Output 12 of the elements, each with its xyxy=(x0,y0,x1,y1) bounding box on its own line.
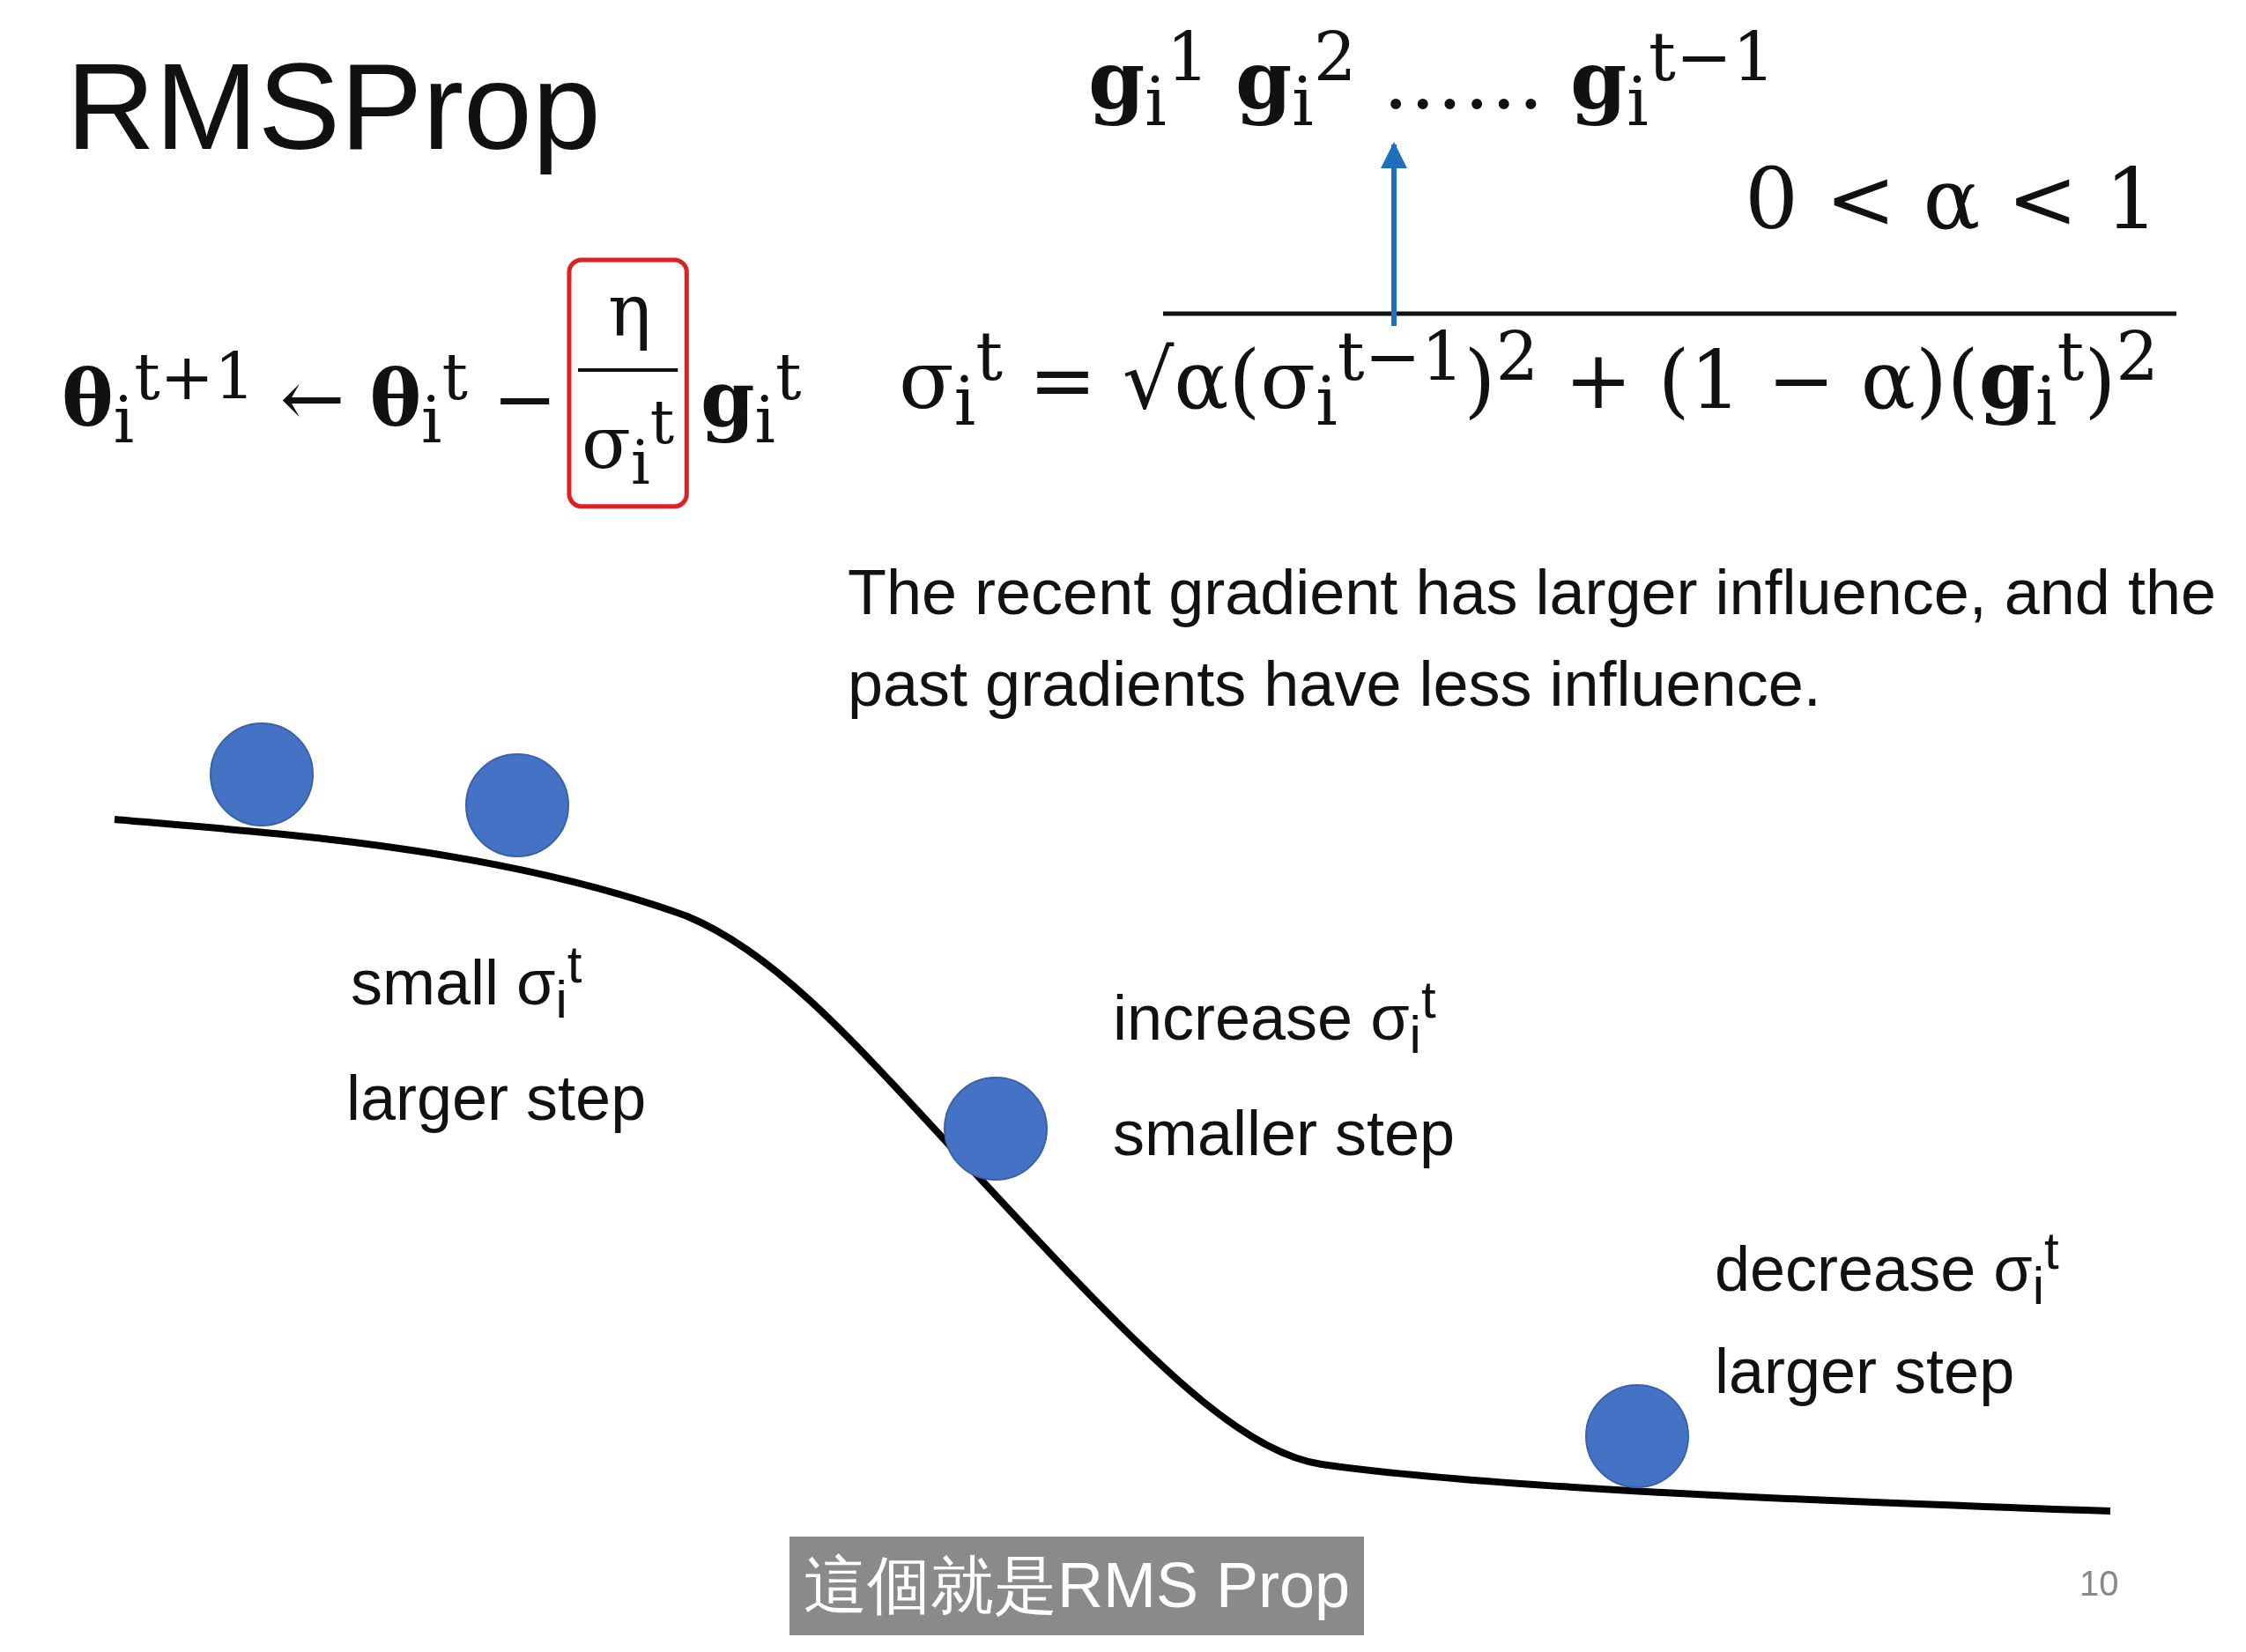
description-text: The recent gradient has larger influence, and the past gradients have less influence. xyxy=(848,556,2217,722)
step-label: smaller step xyxy=(1113,1097,1456,1169)
step-label: larger step xyxy=(346,1062,647,1134)
subtitle-caption: 這個就是RMS Prop xyxy=(789,1537,1365,1635)
arrow xyxy=(1381,142,1407,326)
formula: θ$_{i}$$^{t+1}$ ← θ$_{i}$$^{t}$ − xyxy=(62,339,558,457)
formula: σ$_{i}$$^{t}$ = √α(σ$_{i}$$^{t−1}$)$^{2}$ + (1 − α)(g$_{i}$$^{t}$)$^{2}$ xyxy=(899,317,2160,441)
step-label: larger step xyxy=(1715,1335,2015,1407)
page-number: 10 xyxy=(2079,1564,2119,1604)
slide-title: RMSProp xyxy=(66,36,601,177)
formula: η xyxy=(608,269,652,352)
condition-text: 0 < α < 1 xyxy=(1745,150,2159,248)
